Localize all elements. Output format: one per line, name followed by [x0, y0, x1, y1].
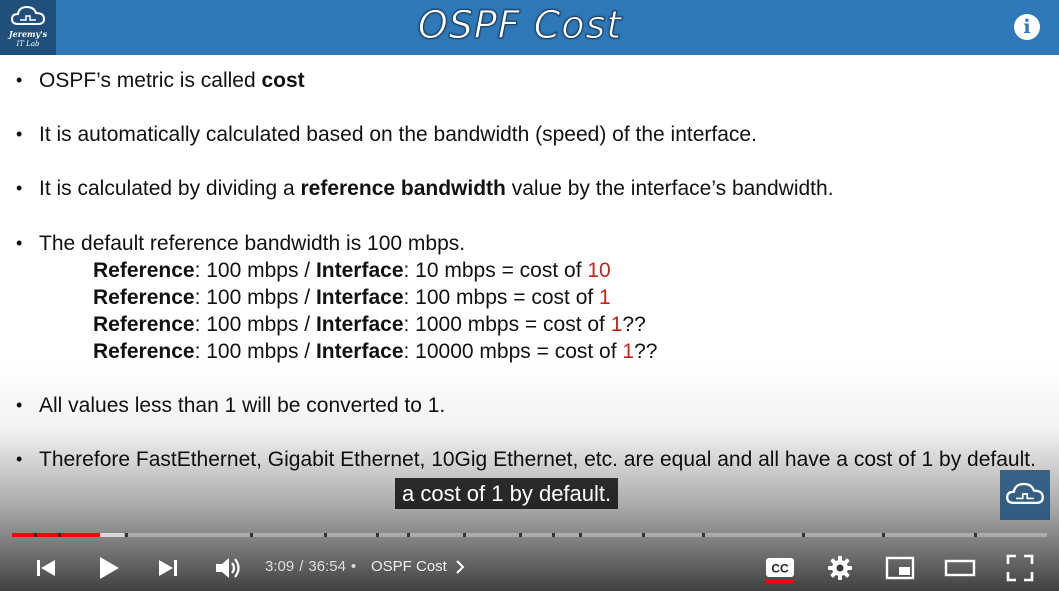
closed-captions-icon: CC: [766, 558, 794, 577]
progress-played: [12, 533, 100, 537]
miniplayer-button[interactable]: [885, 553, 915, 583]
example-row: Reference: 100 mbps / Interface: 10000 m…: [93, 340, 658, 363]
closed-caption-text: a cost of 1 by default.: [395, 478, 619, 509]
fullscreen-button[interactable]: [1005, 553, 1035, 583]
chapter-title[interactable]: OSPF Cost: [371, 558, 447, 575]
time-display: 3:09/36:54•: [265, 558, 361, 575]
duration: 36:54: [308, 558, 346, 575]
volume-icon: [216, 558, 240, 578]
chevron-right-icon[interactable]: [454, 558, 466, 576]
chapter-marker: [882, 533, 885, 537]
chapter-marker: [58, 533, 61, 537]
chapter-marker: [702, 533, 705, 537]
captions-active-indicator: [765, 580, 794, 583]
chapter-marker: [34, 533, 37, 537]
player-controls: 3:09/36:54• OSPF Cost CC: [0, 544, 1059, 591]
chapter-marker: [250, 533, 253, 537]
cloud-logo-icon: [1006, 482, 1044, 504]
logo-text-line1: Jeremy's: [8, 29, 48, 39]
svg-text:CC: CC: [771, 562, 789, 576]
subtitles-button[interactable]: CC: [765, 553, 795, 583]
previous-button[interactable]: [31, 553, 61, 583]
chapter-marker: [376, 533, 379, 537]
time-separator: /: [299, 558, 304, 575]
example-row: Reference: 100 mbps / Interface: 100 mbp…: [93, 286, 611, 309]
example-row: Reference: 100 mbps / Interface: 10 mbps…: [93, 259, 611, 282]
settings-gear-icon: [828, 556, 852, 580]
play-icon: [100, 557, 119, 579]
info-icon[interactable]: i: [1014, 14, 1040, 40]
play-button[interactable]: [93, 553, 123, 583]
chapter-marker: [802, 533, 805, 537]
slide-title: OSPF Cost: [417, 3, 623, 48]
channel-logo: Jeremy's IT Lab: [0, 0, 56, 55]
progress-buffered: [100, 533, 124, 537]
cloud-logo-icon: [10, 5, 46, 25]
miniplayer-icon: [885, 556, 915, 580]
next-button[interactable]: [153, 553, 183, 583]
channel-watermark[interactable]: [1000, 470, 1050, 520]
previous-icon: [37, 560, 55, 576]
chapter-marker: [519, 533, 522, 537]
example-row: Reference: 100 mbps / Interface: 1000 mb…: [93, 313, 646, 336]
chapter-marker: [324, 533, 327, 537]
slide-title-bar: Jeremy's IT Lab OSPF Cost i: [0, 0, 1059, 55]
chapter-marker: [125, 533, 128, 537]
chapter-marker: [407, 533, 410, 537]
chapter-marker: [463, 533, 466, 537]
next-icon: [159, 560, 177, 576]
theater-mode-button[interactable]: [944, 553, 976, 583]
progress-bar[interactable]: [12, 533, 1047, 537]
logo-text-line2: IT Lab: [16, 40, 40, 48]
chapter-marker: [552, 533, 555, 537]
chapter-marker: [974, 533, 977, 537]
volume-button[interactable]: [213, 553, 243, 583]
theater-mode-icon: [944, 559, 976, 577]
chapter-marker: [579, 533, 582, 537]
fullscreen-icon: [1006, 554, 1034, 582]
chapter-dot: •: [350, 558, 357, 575]
chapter-marker: [642, 533, 645, 537]
settings-button[interactable]: [825, 553, 855, 583]
current-time: 3:09: [265, 558, 295, 575]
